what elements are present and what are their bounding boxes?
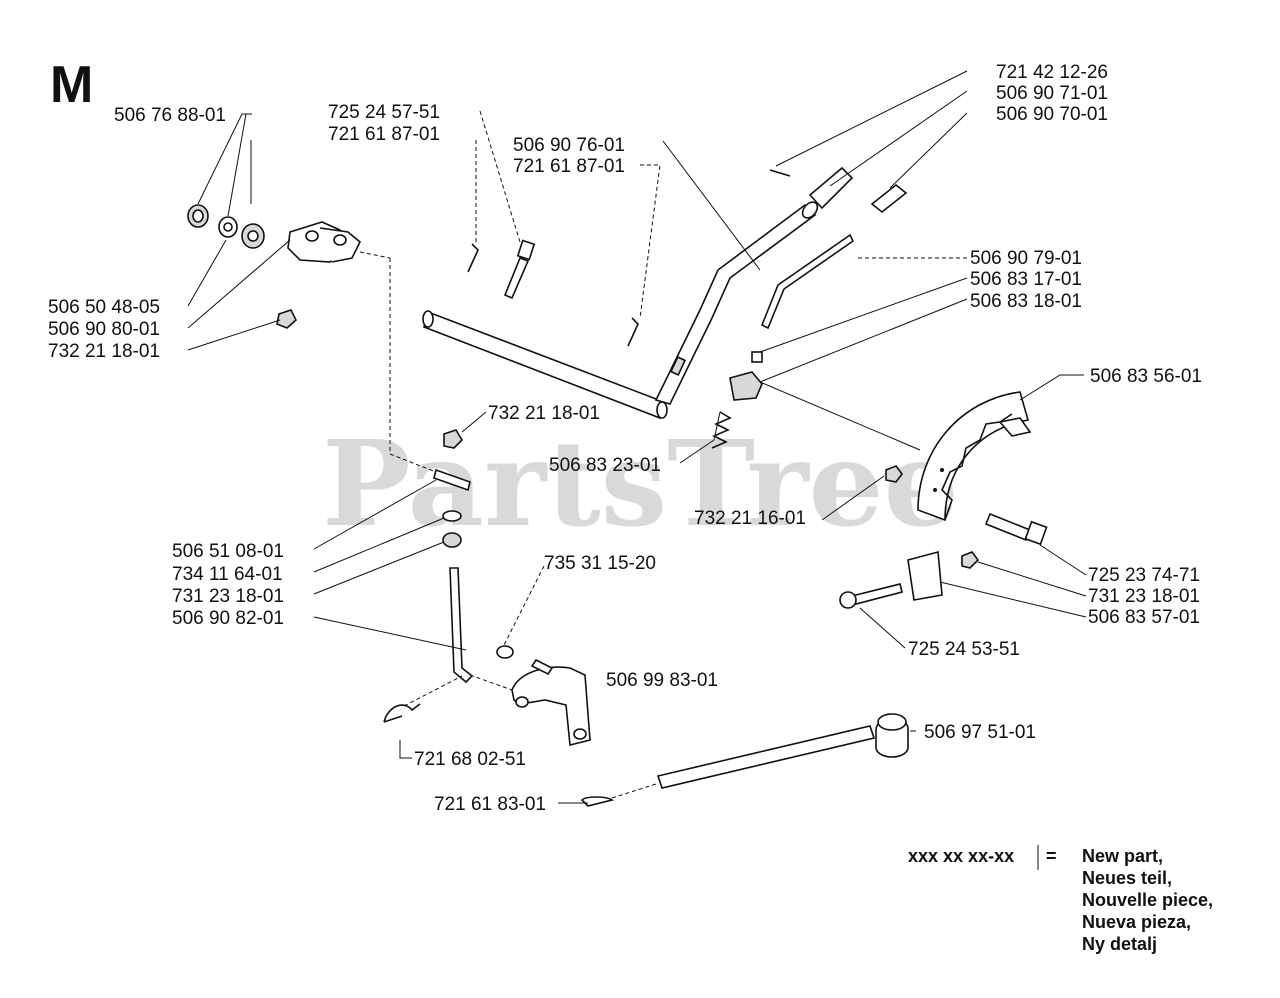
label-725-23-74-71: 725 23 74-71 — [1088, 565, 1200, 586]
lower-link-rod — [449, 567, 474, 684]
new-part-legend: xxx xx xx-xx = New part, Neues teil, Nou… — [908, 845, 1213, 954]
small-nut — [751, 351, 763, 363]
lever-grip-mark — [669, 355, 687, 377]
watermark: PartsTree — [322, 414, 959, 553]
legend-line-3: Nouvelle piece, — [1082, 890, 1213, 910]
cotter-pin-1 — [467, 243, 479, 273]
label-506-83-18-01: 506 83 18-01 — [970, 291, 1082, 312]
cotter-pin-2 — [627, 317, 639, 347]
legend-line-4: Nueva pieza, — [1082, 912, 1191, 932]
label-725-24-57-51: 725 24 57-51 — [328, 102, 440, 123]
label-506-90-76-01: 506 90 76-01 — [513, 135, 625, 156]
hex-nut-right — [885, 465, 903, 483]
pin-middle — [433, 468, 471, 492]
stud-lower — [530, 658, 554, 676]
label-506-51-08-01: 506 51 08-01 — [172, 541, 284, 562]
part-labels: 721 42 12-26 506 90 71-01 506 90 70-01 5… — [48, 62, 1202, 815]
spring — [711, 411, 732, 449]
label-506-83-57-01: 506 83 57-01 — [1088, 607, 1200, 628]
label-734-11-64-01: 734 11 64-01 — [172, 564, 283, 585]
label-721-61-83-01: 721 61 83-01 — [434, 794, 546, 815]
legend-line-5: Ny detalj — [1082, 934, 1157, 954]
spacer-middle — [442, 532, 462, 548]
lock-block — [729, 371, 763, 401]
small-pin — [769, 169, 791, 177]
parts-drawings — [187, 166, 1048, 807]
washer-middle — [442, 510, 462, 522]
label-735-31-15-20: 735 31 15-20 — [544, 553, 656, 574]
label-721-61-87-01-b: 721 61 87-01 — [513, 156, 625, 177]
label-725-24-53-51: 725 24 53-51 — [908, 639, 1020, 660]
label-721-68-02-51: 721 68 02-51 — [414, 749, 526, 770]
pivot-block — [907, 550, 943, 601]
hex-nut-middle — [443, 429, 464, 449]
label-721-61-87-01-a: 721 61 87-01 — [328, 124, 440, 145]
lever-handle — [654, 203, 817, 405]
shaft-bolt — [503, 239, 536, 300]
legend-equals: = — [1046, 846, 1057, 866]
main-shaft — [422, 310, 668, 420]
label-506-90-80-01: 506 90 80-01 — [48, 319, 160, 340]
label-731-23-18-01-b: 731 23 18-01 — [1088, 586, 1200, 607]
label-732-21-16-01: 732 21 16-01 — [694, 508, 806, 529]
label-506-83-23-01: 506 83 23-01 — [549, 455, 661, 476]
legend-line-1: New part, — [1082, 846, 1163, 866]
hair-pin — [383, 703, 421, 723]
label-731-23-18-01-a: 731 23 18-01 — [172, 586, 284, 607]
legend-line-2: Neues teil, — [1082, 868, 1172, 888]
label-506-97-51-01: 506 97 51-01 — [924, 722, 1036, 743]
label-732-21-18-01-a: 732 21 18-01 — [48, 341, 160, 362]
nut-lower-right — [961, 551, 980, 569]
label-506-83-56-01: 506 83 56-01 — [1090, 366, 1202, 387]
label-506-90-71-01: 506 90 71-01 — [996, 83, 1108, 104]
label-506-90-82-01: 506 90 82-01 — [172, 608, 284, 629]
washer-lower — [496, 645, 514, 659]
arm-lower-right — [656, 713, 909, 789]
handle-knob-1 — [808, 166, 854, 210]
label-506-83-17-01: 506 83 17-01 — [970, 269, 1082, 290]
bolt-right — [984, 512, 1048, 546]
bolt-lower — [839, 583, 903, 609]
label-721-42-12-26: 721 42 12-26 — [996, 62, 1108, 83]
label-506-99-83-01: 506 99 83-01 — [606, 670, 718, 691]
label-732-21-18-01-b: 732 21 18-01 — [488, 403, 600, 424]
control-rod — [760, 233, 855, 330]
label-506-76-88-01: 506 76 88-01 — [114, 105, 226, 126]
label-506-90-79-01: 506 90 79-01 — [970, 248, 1082, 269]
label-506-50-48-05: 506 50 48-05 — [48, 297, 160, 318]
leader-lines — [187, 70, 1087, 804]
gear-segment — [917, 391, 1032, 522]
label-506-90-70-01: 506 90 70-01 — [996, 104, 1108, 125]
yoke-bracket — [287, 221, 361, 263]
handle-knob-2 — [870, 183, 908, 214]
section-letter: M — [50, 56, 93, 114]
cotter-pin-lower — [580, 796, 614, 807]
bushing-stack — [187, 204, 297, 329]
legend-code: xxx xx xx-xx — [908, 846, 1014, 866]
